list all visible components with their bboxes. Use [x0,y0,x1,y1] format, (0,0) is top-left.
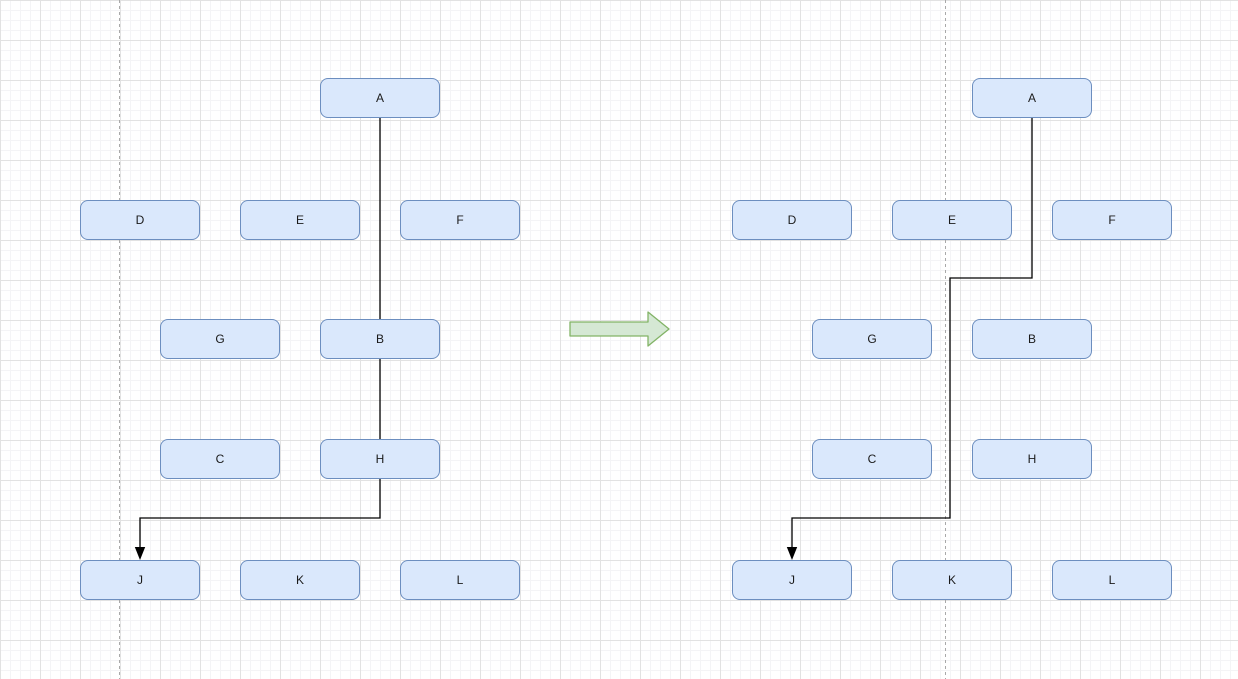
node-K-after[interactable]: K [892,560,1012,600]
node-G-after[interactable]: G [812,319,932,359]
node-J-after[interactable]: J [732,560,852,600]
node-F-after[interactable]: F [1052,200,1172,240]
transform-arrow-icon[interactable] [569,311,670,347]
node-G-before[interactable]: G [160,319,280,359]
node-C-before[interactable]: C [160,439,280,479]
node-L-after[interactable]: L [1052,560,1172,600]
node-A-after[interactable]: A [972,78,1092,118]
node-K-before[interactable]: K [240,560,360,600]
connector-a-to-j-after[interactable] [791,118,1033,548]
node-D-after[interactable]: D [732,200,852,240]
node-D-before[interactable]: D [80,200,200,240]
node-B-before[interactable]: B [320,319,440,359]
node-L-before[interactable]: L [400,560,520,600]
node-H-before[interactable]: H [320,439,440,479]
node-A-before[interactable]: A [320,78,440,118]
node-E-before[interactable]: E [240,200,360,240]
node-F-before[interactable]: F [400,200,520,240]
arrowhead-before [134,547,146,560]
node-J-before[interactable]: J [80,560,200,600]
node-H-after[interactable]: H [972,439,1092,479]
node-E-after[interactable]: E [892,200,1012,240]
arrowhead-after [786,547,798,560]
connector-a-to-j-before[interactable] [139,118,381,548]
node-C-after[interactable]: C [812,439,932,479]
node-B-after[interactable]: B [972,319,1092,359]
